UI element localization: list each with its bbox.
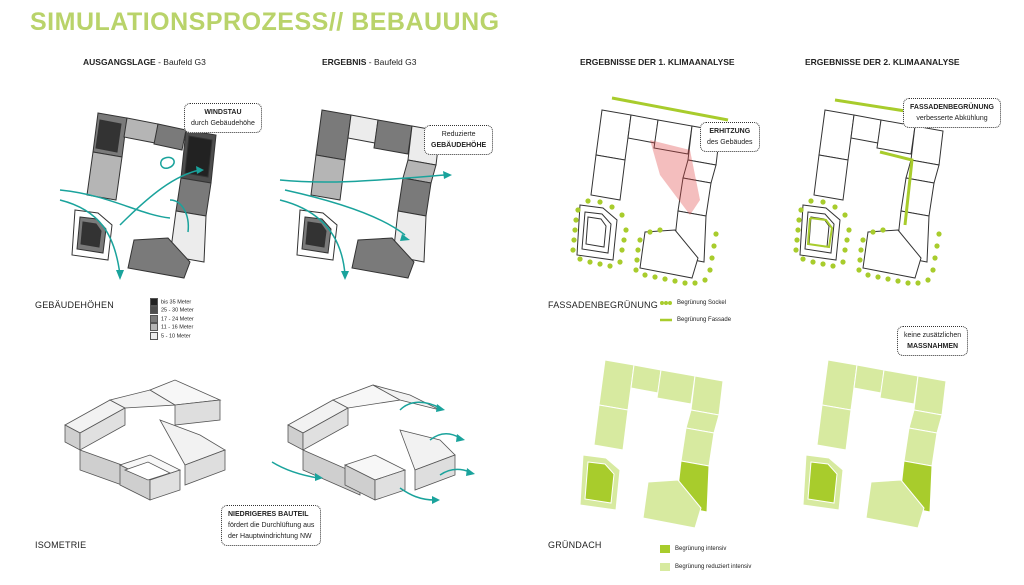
section-label-facade: FASSADENBEGRÜNUNG (548, 300, 658, 310)
section-label-heights: GEBÄUDEHÖHEN (35, 300, 114, 310)
wind-arrows (279, 174, 446, 276)
building-block (71, 112, 217, 279)
roof-legend: Begrünung intensiv Begrünung reduziert i… (660, 543, 751, 573)
legend-item-sockel: Begrünung Sockel (660, 297, 731, 309)
legend-swatch (660, 545, 670, 553)
roof-block (579, 359, 724, 529)
dots-icon (660, 301, 672, 305)
wind-arrows (271, 401, 471, 501)
heat-area (650, 140, 700, 215)
column-heading-ergebnis: ERGEBNIS - Baufeld G3 (322, 57, 417, 67)
legend-item-reduziert: Begrünung reduziert intensiv (660, 561, 751, 573)
wind-arrows (59, 156, 201, 276)
greening-dots (793, 198, 942, 286)
roof-block (802, 359, 947, 529)
arrowheads (116, 166, 204, 280)
legend-item-intensiv: Begrünung intensiv (660, 543, 751, 555)
legend-swatch (150, 306, 158, 315)
column-heading-klimaanalyse-2: ERGEBNISSE DER 2. KLIMAANALYSE (805, 57, 960, 67)
legend-swatch (150, 298, 158, 306)
legend-swatch (150, 331, 158, 340)
legend-item: 25 - 30 Meter (150, 306, 194, 315)
bubble-reduzierte: Reduzierte GEBÄUDEHÖHE (424, 125, 494, 155)
facade-greening-line (611, 96, 729, 122)
bubble-windstau: WINDSTAU durch Gebäudehöhe (184, 103, 262, 133)
legend-swatch (150, 323, 158, 332)
column-heading-klimaanalyse-1: ERGEBNISSE DER 1. KLIMAANALYSE (580, 57, 735, 67)
bubble-erhitzung: ERHITZUNG des Gebäudes (700, 122, 760, 152)
section-label-isometry: ISOMETRIE (35, 540, 87, 550)
building-block (799, 109, 944, 279)
line-icon (660, 318, 672, 322)
page-title: SIMULATIONSPROZESS// BEBAUUNG (30, 8, 500, 36)
column-heading-ausgangslage: AUSGANGSLAGE - Baufeld G3 (83, 57, 206, 67)
legend-item: 5 - 10 Meter (150, 331, 194, 340)
greening-dots (570, 198, 719, 286)
building-block (576, 109, 721, 279)
bubble-bauteil: NIEDRIGERES BAUTEIL fördert die Durchlüf… (221, 505, 322, 546)
arrowheads (315, 404, 475, 504)
legend-item: bis 35 Meter (150, 298, 194, 306)
height-legend: bis 35 Meter 25 - 30 Meter 17 - 24 Meter… (150, 298, 194, 340)
iso-block (287, 384, 456, 501)
arrowheads (341, 171, 452, 280)
section-label-roof: GRÜNDACH (548, 540, 602, 550)
legend-item-fassade: Begrünung Fassade (660, 314, 731, 326)
bubble-massnahmen: keine zusätzlichen MASSNAHMEN (897, 326, 969, 356)
bubble-fassaden: FASSADENBEGRÜNUNG verbesserte Abkühlung (903, 98, 1002, 128)
facade-legend: Begrünung Sockel Begrünung Fassade (660, 297, 731, 326)
legend-item: 11 - 16 Meter (150, 323, 194, 332)
legend-item: 17 - 24 Meter (150, 314, 194, 323)
legend-swatch (150, 314, 158, 323)
legend-swatch (660, 563, 670, 571)
iso-block (64, 379, 226, 501)
